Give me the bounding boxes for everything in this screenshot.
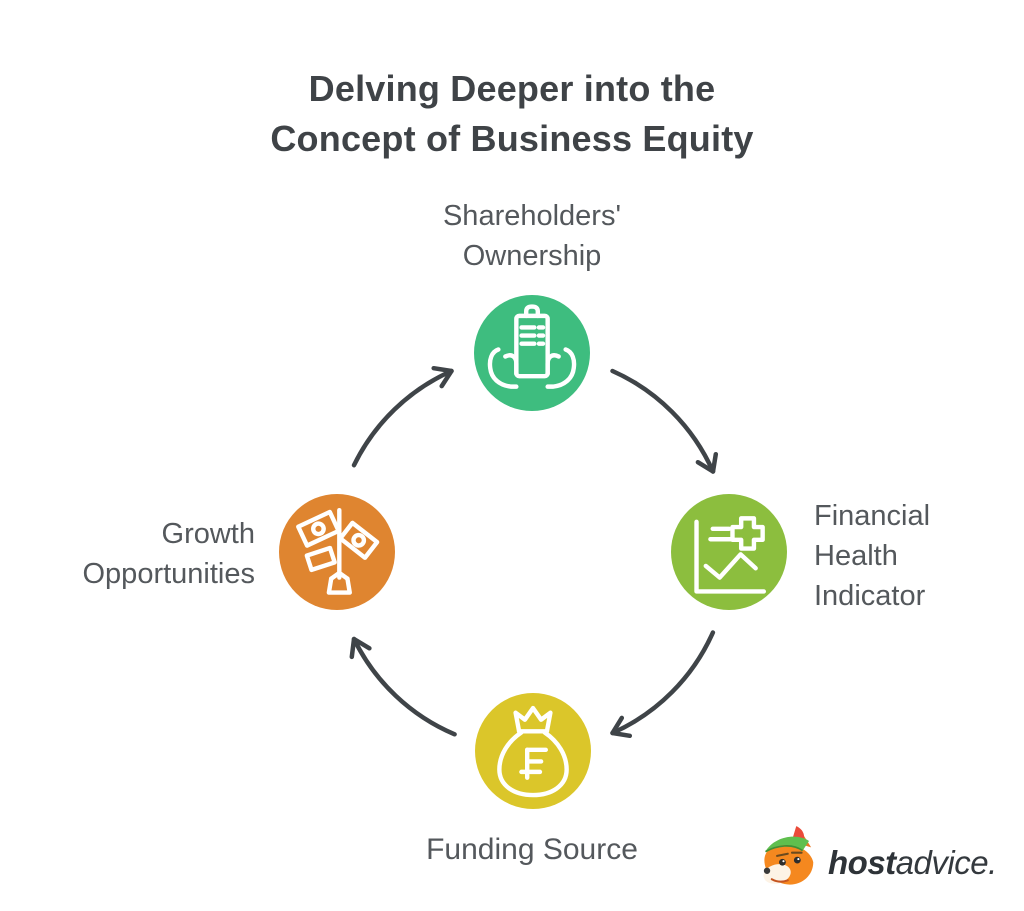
node-financial-health-indicator bbox=[671, 494, 787, 610]
arrow-left-to-top-icon bbox=[351, 365, 454, 468]
clipboard-in-hands-icon bbox=[474, 295, 590, 411]
fox-with-green-hat-icon bbox=[763, 826, 814, 885]
title-line-1: Delving Deeper into the bbox=[308, 68, 716, 109]
money-bag-icon bbox=[475, 693, 591, 809]
brand-name-rest: advice. bbox=[895, 844, 998, 881]
node-label-shareholders-ownership: Shareholders' Ownership bbox=[442, 200, 622, 272]
arrow-bottom-to-left-icon bbox=[349, 636, 457, 737]
title-line-2: Concept of Business Equity bbox=[270, 118, 754, 159]
node-label-funding-source: Funding Source bbox=[426, 833, 638, 866]
node-growth-opportunities bbox=[279, 494, 395, 610]
page-title: Delving Deeper into the Concept of Busin… bbox=[0, 64, 1024, 164]
arrow-right-to-bottom-icon bbox=[610, 630, 716, 739]
health-chart-icon bbox=[671, 494, 787, 610]
node-shareholders-ownership bbox=[474, 295, 590, 411]
money-tree-icon bbox=[279, 494, 395, 610]
arrow-top-to-right-icon bbox=[610, 368, 719, 474]
brand-name-bold: host bbox=[828, 844, 896, 881]
node-label-growth-opportunities: Growth Opportunities bbox=[82, 518, 256, 590]
brand-logo: hostadvice. bbox=[758, 824, 1008, 896]
node-label-financial-health-indicator: Financial Health Indicator bbox=[814, 500, 931, 612]
brand-wordmark: hostadvice. bbox=[828, 844, 997, 882]
node-funding-source bbox=[475, 693, 591, 809]
